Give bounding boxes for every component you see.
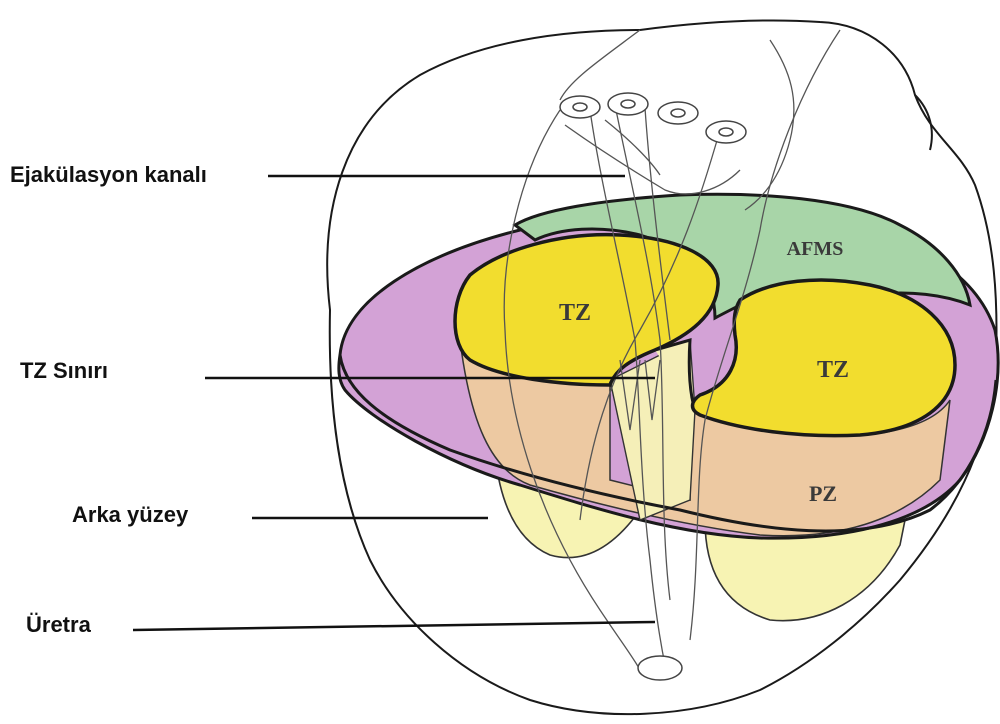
zone-label-tz-left: TZ	[559, 300, 591, 326]
label-ejaculatory-duct: Ejakülasyon kanalı	[10, 164, 207, 186]
label-posterior-surface: Arka yüzey	[72, 504, 188, 526]
urethra-opening	[638, 656, 682, 680]
label-urethra: Üretra	[26, 614, 91, 636]
zone-label-tz-right: TZ	[817, 357, 849, 383]
zone-label-afms: AFMS	[787, 238, 844, 260]
zone-label-pz: PZ	[809, 481, 837, 506]
label-tz-border: TZ Sınırı	[20, 360, 108, 382]
